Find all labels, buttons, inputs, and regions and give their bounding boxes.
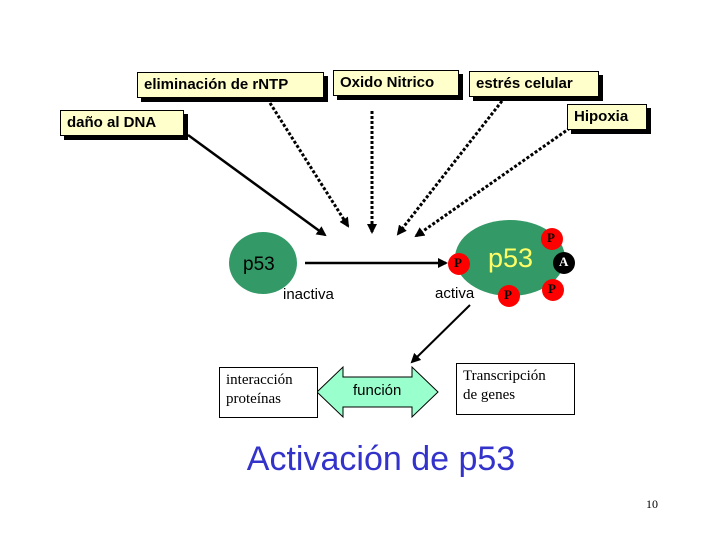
acetyl-mark xyxy=(553,252,575,274)
phospho-label-bottom-left: P xyxy=(504,287,512,302)
stimulus-no-label: Oxido Nitrico xyxy=(340,74,435,91)
phospho-label-bottom-right: P xyxy=(548,281,556,296)
arrow-dna xyxy=(187,133,327,237)
arrow-to-function xyxy=(410,304,471,364)
stimulus-hypoxia-box: Hipoxia xyxy=(567,104,647,130)
stimulus-rntp-label: eliminación de rNTP xyxy=(144,76,289,93)
stimulus-no-box: Oxido Nitrico xyxy=(333,70,459,96)
p53-active-shape xyxy=(455,220,565,296)
p53-inactive-shape xyxy=(229,232,297,294)
phospho-mark-left xyxy=(448,253,470,275)
gene-transcription-line-2: de genes xyxy=(463,387,516,403)
protein-interaction-line-1: interacción xyxy=(226,372,293,388)
function-label: función xyxy=(353,382,402,399)
stimulus-rntp-box: eliminación de rNTP xyxy=(137,72,324,98)
p53-inactive-state: inactiva xyxy=(283,286,334,303)
function-double-arrow xyxy=(316,365,439,419)
arrow-hypoxia xyxy=(414,126,571,238)
phospho-label-left: P xyxy=(454,255,462,270)
phospho-mark-bottom-left xyxy=(498,285,520,307)
acetyl-label: A xyxy=(559,254,569,269)
gene-transcription-box: Transcripción de genes xyxy=(456,363,575,415)
phospho-mark-top xyxy=(541,228,563,250)
stimulus-stress-box: estrés celular xyxy=(469,71,599,97)
arrow-stress xyxy=(396,100,504,236)
slide-title: Activación de p53 xyxy=(246,440,516,478)
stimulus-hypoxia-label: Hipoxia xyxy=(574,108,629,125)
p53-inactive-label: p53 xyxy=(243,254,275,275)
page-number: 10 xyxy=(646,497,658,511)
stimulus-dna-label: daño al DNA xyxy=(67,114,157,131)
protein-interaction-box: interacción proteínas xyxy=(219,367,318,418)
stimulus-stress-label: estrés celular xyxy=(476,75,573,92)
protein-interaction-line-2: proteínas xyxy=(226,391,281,407)
phospho-mark-bottom-right xyxy=(542,279,564,301)
p53-active-label: p53 xyxy=(488,243,534,273)
arrow-rntp xyxy=(268,102,350,228)
stimulus-dna-box: daño al DNA xyxy=(60,110,184,136)
phospho-label-top: P xyxy=(547,230,555,245)
p53-active-state: activa xyxy=(435,285,475,302)
gene-transcription-line-1: Transcripción xyxy=(463,368,546,384)
